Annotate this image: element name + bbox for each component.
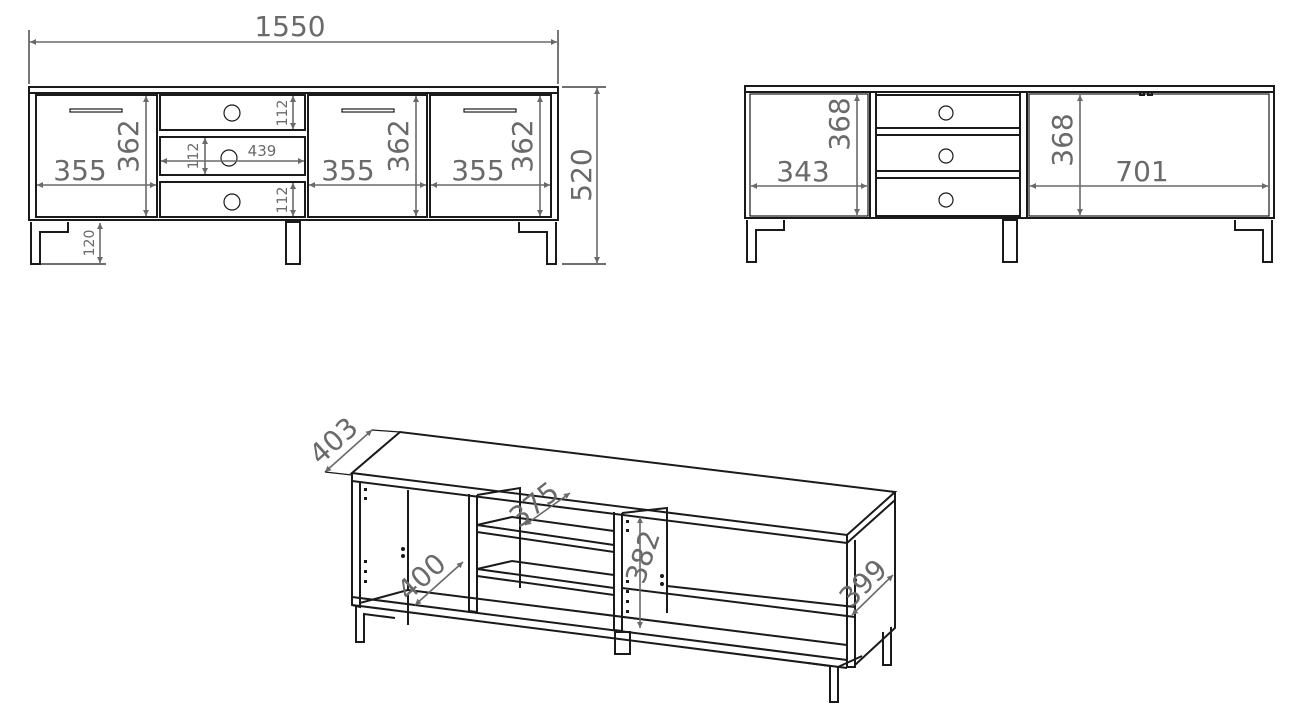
- dim-back-right-height: 368: [1046, 113, 1079, 166]
- dim-overall-width: 1550: [254, 10, 325, 43]
- dim-door-height-right: 362: [506, 119, 539, 172]
- dim-drawer-height-bottom: 112: [275, 187, 291, 214]
- front-door-left-handle: [69, 108, 123, 113]
- front-door-middle-handle: [341, 108, 395, 113]
- back-drawer-knob-middle: [938, 148, 954, 164]
- front-door-right-handle: [463, 108, 517, 113]
- front-leg-right: [518, 222, 557, 265]
- dim-door-height-middle: 362: [382, 119, 415, 172]
- dim-door-width-left: 355: [53, 154, 106, 187]
- back-drawer-bottom: [875, 177, 1021, 217]
- front-drawer-knob-top: [223, 104, 241, 122]
- dim-back-right-width: 701: [1115, 155, 1168, 188]
- iso-leg-right-back: [882, 627, 892, 666]
- back-drawer-middle: [875, 134, 1021, 172]
- back-drawer-knob-bottom: [938, 192, 954, 208]
- dim-leg-height: 120: [82, 230, 98, 257]
- front-drawer-bottom: [159, 181, 306, 218]
- dim-door-width-right: 355: [451, 154, 504, 187]
- back-view: 343 368 368 701: [744, 85, 1275, 263]
- iso-leg-right-front: [807, 655, 863, 703]
- front-door-left: [35, 94, 158, 218]
- front-drawer-top: [159, 94, 306, 131]
- dim-drawer-width: 439: [248, 142, 277, 160]
- back-drawer-top: [875, 94, 1021, 129]
- front-leg-center: [285, 221, 301, 265]
- front-drawer-knob-middle: [220, 149, 238, 167]
- back-leg-right: [1234, 220, 1273, 263]
- iso-view: 403 375 400 382 399: [303, 411, 898, 703]
- dim-overall-height: 520: [565, 148, 598, 201]
- dim-back-left-height: 368: [823, 97, 856, 150]
- front-door-right: [429, 94, 552, 218]
- dim-back-left-width: 343: [776, 155, 829, 188]
- back-drawer-knob-top: [938, 105, 954, 121]
- dim-iso-shelf-depth: 375: [503, 475, 565, 534]
- front-door-middle: [307, 94, 428, 218]
- iso-leg-left-front: [355, 606, 396, 643]
- front-drawer-knob-bottom: [223, 193, 241, 211]
- back-leg-center: [1002, 219, 1018, 263]
- dim-iso-compartment-height: 382: [619, 527, 667, 588]
- dim-door-width-middle: 355: [321, 154, 374, 187]
- dim-door-height-left: 362: [112, 119, 145, 172]
- iso-leg-center: [614, 631, 631, 655]
- front-drawer-middle: [159, 136, 306, 176]
- front-leg-left: [30, 222, 69, 265]
- dim-drawer-height-middle: 112: [186, 143, 202, 170]
- back-leg-left: [746, 220, 785, 263]
- dim-iso-inner-depth-left: 400: [391, 547, 453, 607]
- dim-iso-depth-top: 403: [303, 411, 365, 471]
- dim-drawer-height-top: 112: [275, 100, 291, 127]
- front-view: 1550 520 355 362 112 112 439 112 355 362…: [28, 10, 606, 265]
